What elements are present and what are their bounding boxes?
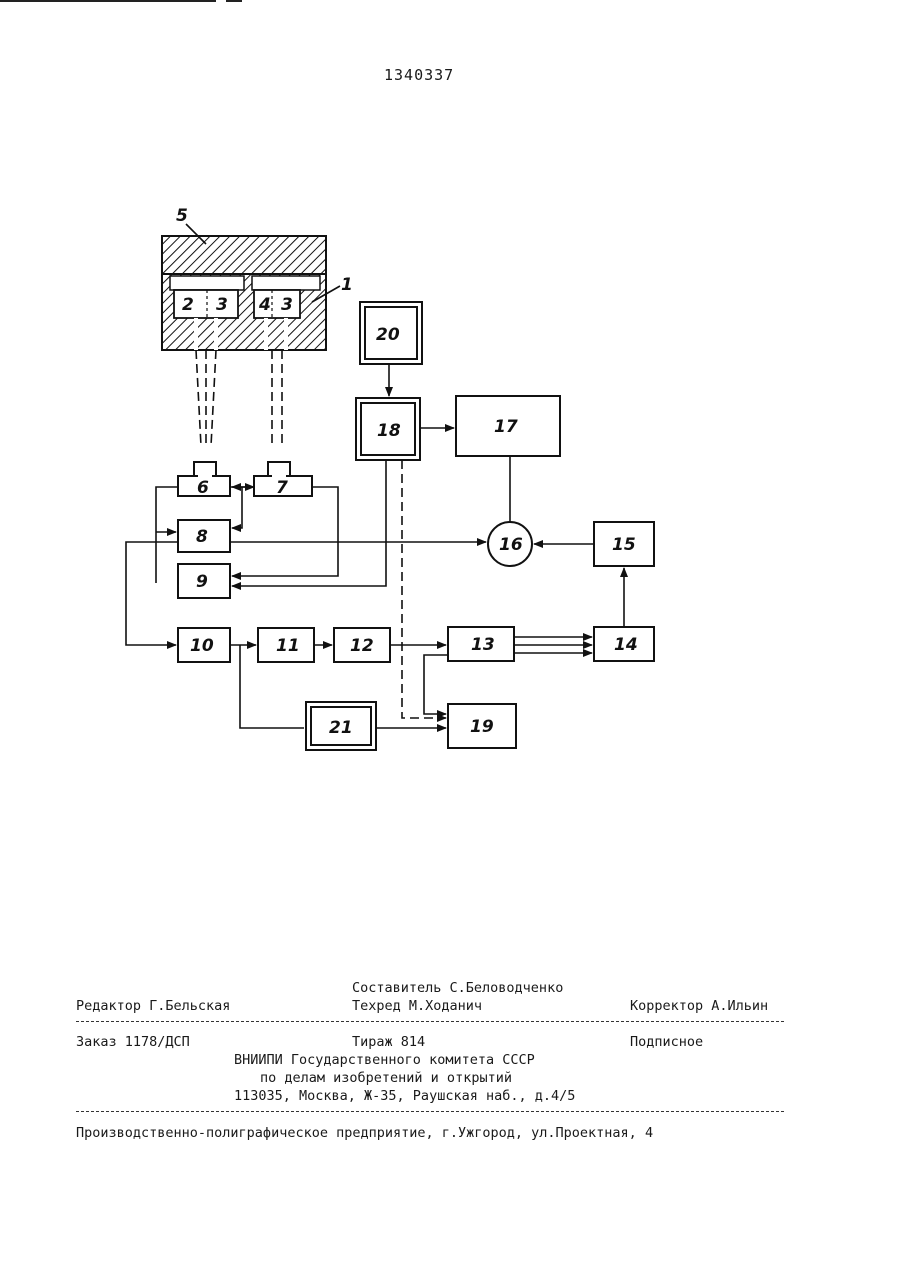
subscription-line: Подписное [630, 1034, 703, 1050]
label-19: 19 [470, 717, 494, 737]
techred-line: Техред М.Ходанич [352, 998, 482, 1014]
label-16: 16 [499, 535, 523, 555]
editor-line: Редактор Г.Бельская [76, 998, 230, 1014]
label-6: 6 [197, 478, 209, 498]
organization-address: 113035, Москва, Ж-35, Раушская наб., д.4… [234, 1088, 575, 1104]
label-9: 9 [196, 572, 208, 592]
label-20: 20 [376, 325, 400, 345]
label-12: 12 [350, 636, 374, 656]
circulation-line: Тираж 814 [352, 1034, 425, 1050]
cover-plate-5 [162, 236, 326, 274]
label-15: 15 [612, 535, 636, 555]
block-diagram: 5 2 3 4 3 1 6 7 8 9 [0, 0, 900, 800]
label-2: 2 [182, 295, 194, 315]
label-1: 1 [341, 275, 353, 295]
organization-line-1: ВНИИПИ Государственного комитета СССР [234, 1052, 535, 1068]
label-21: 21 [329, 718, 353, 738]
label-18: 18 [377, 421, 401, 441]
label-3b: 3 [281, 295, 293, 315]
compiler-line: Составитель С.Беловодченко [352, 980, 563, 996]
label-4: 4 [258, 295, 271, 315]
separator-rule [76, 1021, 784, 1022]
housing-cavity-right [252, 276, 320, 290]
label-13: 13 [471, 635, 495, 655]
separator-rule [76, 1111, 784, 1112]
sensor-housing [162, 236, 326, 350]
label-11: 11 [276, 636, 300, 656]
label-14: 14 [614, 635, 638, 655]
organization-line-2: по делам изобретений и открытий [260, 1070, 512, 1086]
housing-cavity-left [170, 276, 244, 290]
label-8: 8 [196, 527, 208, 547]
label-5: 5 [176, 206, 188, 226]
label-10: 10 [190, 636, 214, 656]
optical-paths [196, 350, 282, 446]
corrector-line: Корректор А.Ильин [630, 998, 768, 1014]
label-17: 17 [494, 417, 518, 437]
printer-line: Производственно-полиграфическое предприя… [76, 1125, 653, 1141]
order-line: Заказ 1178/ДСП [76, 1034, 190, 1050]
label-3a: 3 [216, 295, 228, 315]
label-7: 7 [276, 478, 288, 498]
